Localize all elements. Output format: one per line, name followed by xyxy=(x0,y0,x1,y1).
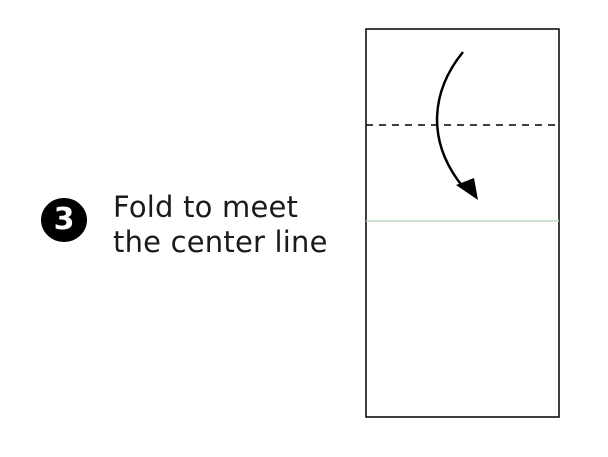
instruction-text: Fold to meet the center line xyxy=(113,190,328,260)
instruction-line-2: the center line xyxy=(113,225,328,259)
step-number: 3 xyxy=(53,202,75,237)
fold-arrow-head-icon xyxy=(456,178,478,200)
paper-sheet xyxy=(365,28,560,418)
instruction-line-1: Fold to meet xyxy=(113,190,299,224)
fold-arrow-curve xyxy=(435,51,464,188)
step-number-badge: 3 xyxy=(41,198,87,242)
